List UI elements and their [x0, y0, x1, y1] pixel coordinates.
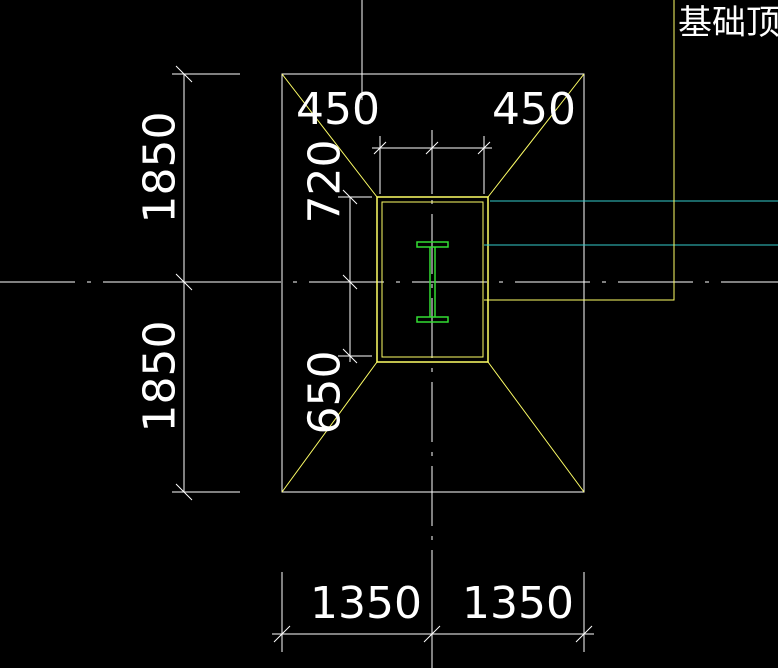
slope-lines — [281, 73, 585, 493]
dimension-text-left-bottom: 1850 — [135, 321, 186, 433]
leader-lines — [361, 0, 778, 301]
dimension-text-top-left: 450 — [296, 84, 380, 135]
dimension-text-bottom-left: 1350 — [310, 578, 422, 629]
dimension-text-left-top: 1850 — [135, 112, 186, 224]
dimension-text-top-right: 450 — [492, 84, 576, 135]
dimension-top — [372, 136, 492, 194]
dimension-bottom — [272, 572, 594, 652]
dimension-text-inner-bottom: 650 — [300, 351, 351, 435]
slope-line-top-right — [487, 73, 585, 198]
dimension-text-bottom-right: 1350 — [462, 578, 574, 629]
leader-line-yellow — [484, 0, 675, 301]
pedestal-inner — [381, 201, 484, 358]
slope-line-bottom-left — [281, 361, 378, 493]
foundation-top-tag: 基础顶~ — [678, 3, 778, 43]
foundation-outline — [281, 73, 585, 493]
dimension-text-inner-top: 720 — [300, 140, 351, 224]
pedestal-outer — [376, 196, 489, 363]
dimension-inner-left — [338, 189, 372, 364]
slope-line-top-left — [281, 73, 378, 198]
dimension-left — [172, 65, 240, 501]
steel-i-beam-icon — [416, 241, 449, 323]
slope-line-bottom-right — [487, 361, 585, 493]
